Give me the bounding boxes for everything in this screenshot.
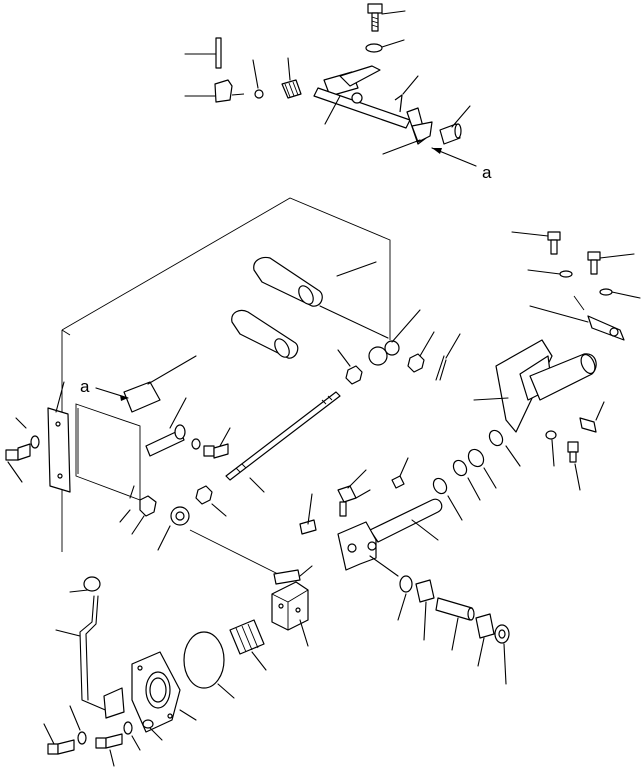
right-bolts-top xyxy=(511,231,641,299)
top-washer xyxy=(365,43,383,53)
top-pin xyxy=(184,37,222,69)
top-ball xyxy=(254,89,264,99)
small-key xyxy=(391,457,409,489)
top-spring xyxy=(281,57,302,99)
grease-fitting xyxy=(337,469,371,517)
right-lever-arm xyxy=(529,295,625,341)
bushing-stack xyxy=(432,429,521,521)
hex-nut-center xyxy=(337,349,363,385)
cotter-pin-right xyxy=(435,333,461,381)
upper-cylinder xyxy=(253,256,389,339)
cover-plate xyxy=(47,381,71,493)
right-small-bolts xyxy=(545,401,605,491)
small-bolt-center xyxy=(191,427,231,459)
housing-outline xyxy=(61,197,391,552)
square-flange xyxy=(131,651,197,741)
left-bracket-plate: a xyxy=(80,355,197,457)
top-bracket xyxy=(382,107,433,155)
top-pin-cylinder xyxy=(439,105,471,145)
lower-nuts-left xyxy=(119,485,227,551)
lower-right-bushing xyxy=(475,613,495,667)
lower-cylinder xyxy=(231,309,299,359)
lever-knob xyxy=(69,576,101,593)
top-lever xyxy=(313,65,419,129)
callout-a-left: a xyxy=(80,377,129,401)
lever-rod xyxy=(55,595,125,719)
lower-spring xyxy=(229,619,267,671)
callout-a-top: a xyxy=(431,147,492,182)
center-shaft xyxy=(337,498,443,577)
callout-letter-a-left: a xyxy=(80,377,90,396)
lower-right-nut xyxy=(494,624,510,685)
threaded-rod xyxy=(225,391,341,493)
top-lever-assembly: a xyxy=(184,3,492,182)
left-bolt xyxy=(5,417,40,483)
cover-gasket xyxy=(75,403,141,501)
lower-right-collar xyxy=(415,579,435,641)
lower-right-washer xyxy=(397,575,413,621)
top-key-block xyxy=(184,79,245,103)
link-rod xyxy=(189,529,291,581)
set-screw xyxy=(299,493,317,535)
rod-end-yoke xyxy=(368,309,421,366)
top-bolt xyxy=(367,3,406,32)
rubber-disc xyxy=(183,631,235,699)
right-housing xyxy=(473,339,597,433)
callout-letter-a-top: a xyxy=(482,163,492,182)
hex-nut-right xyxy=(407,331,435,373)
lower-block xyxy=(271,565,313,647)
lower-right-pin xyxy=(435,597,475,651)
lower-left-bolts xyxy=(43,705,141,767)
